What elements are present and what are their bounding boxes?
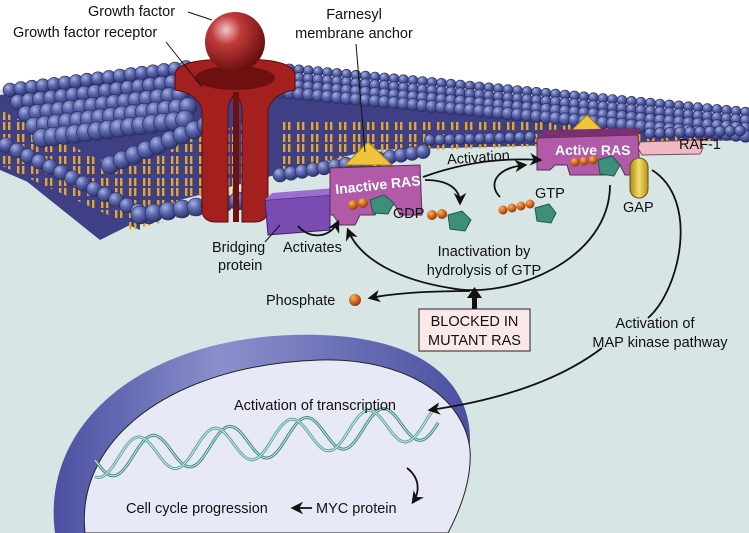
gtp-free [498,199,557,224]
label-map-1: Activation of [616,316,696,332]
label-activates: Activates [283,240,342,256]
label-growth-factor-receptor: Growth factor receptor [13,25,157,41]
raf1 [637,139,704,156]
phospholipid-head [494,132,506,144]
phospholipid-head [484,132,496,144]
gdp-free [427,209,472,232]
label-inactivation-2: hydrolysis of GTP [427,263,541,279]
phospholipid-head [424,134,436,146]
dna-strand [94,408,439,477]
label-transcription: Activation of transcription [234,398,396,414]
label-farnesyl-1: Farnesyl [326,7,382,23]
phospholipid-head [415,144,431,159]
leader-receptor [165,41,203,88]
phospholipid-head [474,132,486,145]
arrow-activation [422,153,543,178]
phospholipid-head [504,131,516,144]
phosphate [349,294,361,306]
label-gap: GAP [623,200,654,216]
blocked-arrow [467,287,482,314]
arrow-gtp-load [493,159,528,198]
leader-growth-factor [187,11,213,21]
arrow-map-kinase [647,169,682,319]
phospholipid-head [434,133,446,146]
growth-factor [205,12,265,72]
phospholipid-head [734,124,746,137]
label-bridging-2: protein [218,258,262,274]
phospholipid-head [514,131,526,144]
growth-factor-receptor [174,59,296,223]
phospholipid-head [724,125,736,137]
phospholipid-head [694,126,706,138]
label-cell-cycle: Cell cycle progression [126,501,268,517]
arrow-inactivation [345,184,611,291]
label-gtp: GTP [535,186,565,202]
label-growth-factor: Growth factor [88,4,175,20]
dna-strand [94,404,439,479]
label-farnesyl-2: membrane anchor [295,26,413,42]
label-bridging-1: Bridging [212,240,265,256]
arrow-myc [406,467,424,505]
label-blocked-1: BLOCKED IN [431,314,519,330]
phospholipid-head [464,133,476,145]
phospholipid-head [664,127,676,139]
label-inactivation-1: Inactivation by [438,244,531,260]
active-ras: Active RAS [536,128,641,176]
phospholipid-head [444,133,456,146]
phospholipid-head [714,125,726,138]
phospholipid-head [654,127,666,139]
gtp-bound [570,155,621,177]
gap-protein [629,157,649,199]
phospholipid-head [704,125,716,138]
bridging-protein [264,188,335,236]
dna-helix [93,403,440,480]
gdp-bound [348,194,395,215]
active-ras-label: Active RAS [555,142,630,158]
label-activation: Activation [447,148,511,168]
leader-farnesyl [355,43,366,153]
blocked-in-mutant-ras-box: BLOCKED IN MUTANT RAS [418,308,531,352]
arrow-phosphate [367,289,471,303]
arrow-transcription [427,347,603,415]
phospholipid-head [524,131,536,143]
label-gdp: GDP [393,206,424,222]
label-blocked-2: MUTANT RAS [428,333,521,349]
leader-bridging [264,224,281,243]
arrow-gdp-release [424,179,467,206]
phospholipid-head [454,133,466,145]
phospholipid-head [644,127,656,140]
farnesyl-anchor-inactive [343,141,394,166]
label-phosphate: Phosphate [266,293,335,309]
nucleus [53,334,471,533]
label-raf1: RAF-1 [679,137,721,153]
arrow-activates [297,219,340,237]
label-map-2: MAP kinase pathway [592,335,728,351]
label-myc: MYC protein [316,501,397,517]
